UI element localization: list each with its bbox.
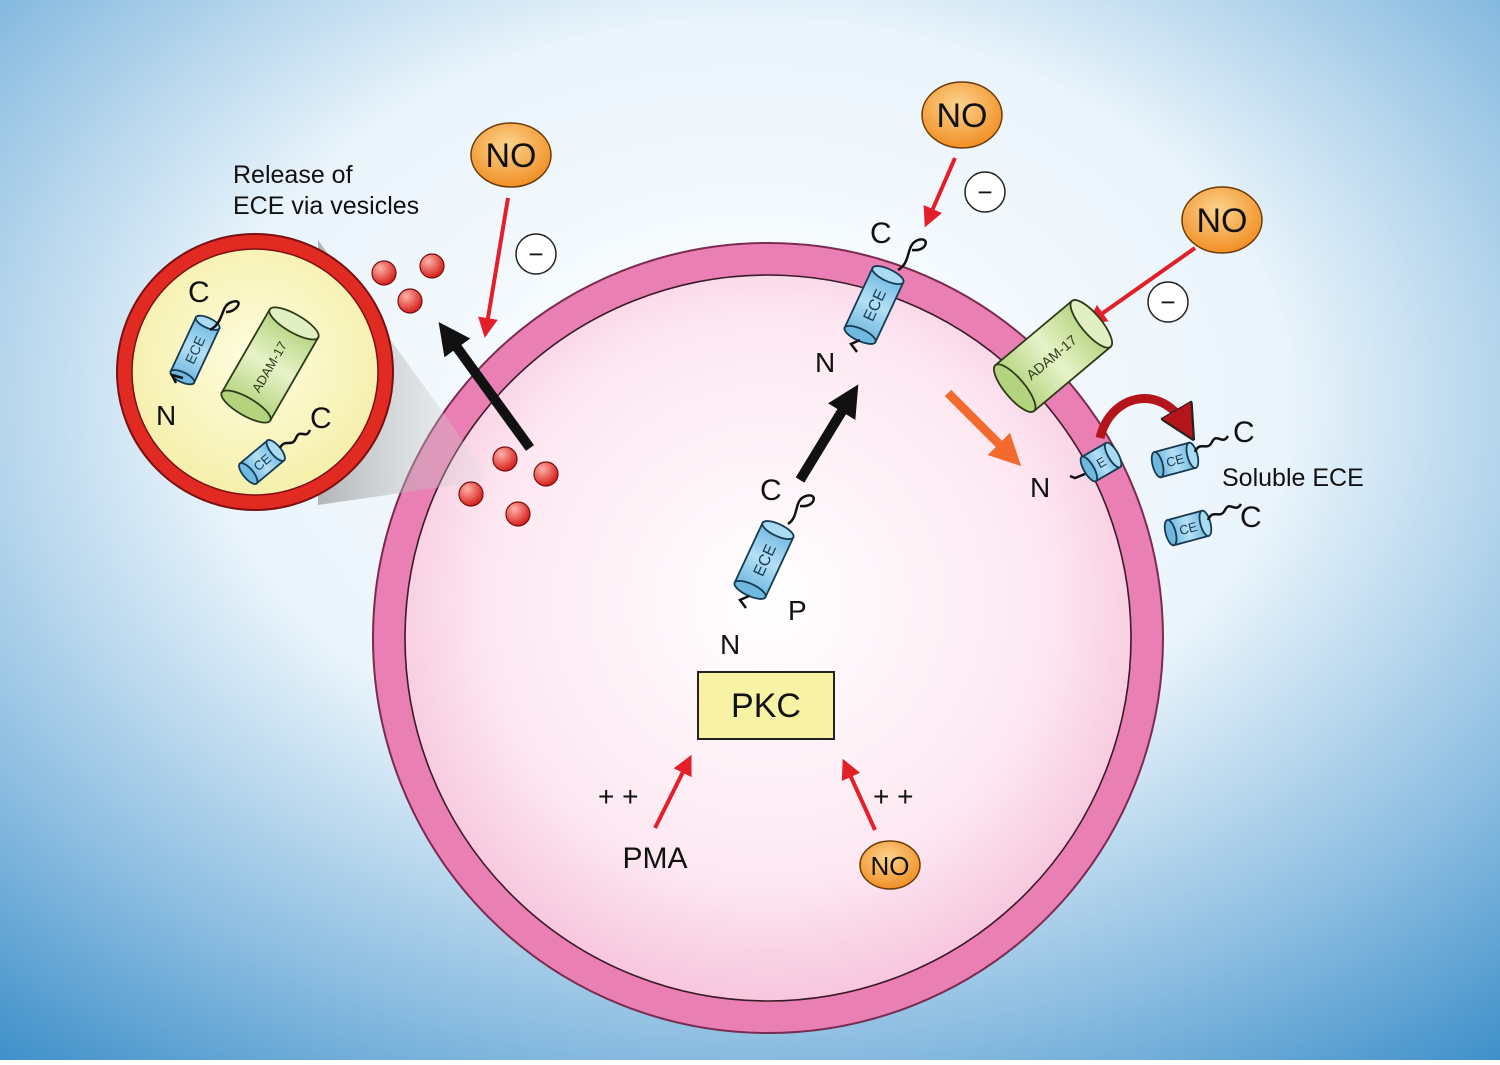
no-ece-inhibitor: NO	[921, 81, 1003, 149]
inset-soluble-tail	[278, 429, 312, 449]
no-inhibit-arrow	[478, 197, 510, 338]
no-label: NO	[871, 851, 910, 881]
soluble-ece-2-c-label: C	[1240, 501, 1262, 534]
vesicle	[505, 501, 531, 527]
membrane-adam17-cylinder: ADAM-17	[993, 299, 1113, 413]
phospho-ece-c-tail	[787, 494, 815, 526]
membrane-ece-c-label: C	[870, 217, 892, 250]
cell-interior	[404, 274, 1132, 1002]
release-curve-arrow	[1095, 394, 1185, 438]
soluble-ece-label: Soluble ECE	[1222, 464, 1364, 492]
plusplus-no: + +	[873, 781, 913, 812]
no-inhibit-arrow	[1086, 246, 1197, 325]
ece-trafficking-arrow	[795, 384, 859, 483]
inset-n-label: N	[156, 400, 176, 431]
released-vesicles	[371, 253, 445, 314]
vesicle-release-arrow	[438, 322, 535, 451]
no-label: NO	[937, 97, 988, 135]
no-adam17-inhibitor: NO	[1181, 186, 1263, 254]
phospho-ece-n-tail	[738, 594, 750, 609]
stub-n-label: N	[1030, 472, 1050, 503]
minus-sign-adam17: −	[1147, 281, 1189, 323]
inset-vesicle-detail: ECE C N ADAM-17 CE C	[116, 233, 394, 511]
membrane-ece-stub: E	[1079, 441, 1123, 483]
stub-n-tail	[1069, 472, 1086, 480]
minus-sign-vesicle: −	[515, 233, 557, 275]
no-vesicle-inhibitor: NO	[470, 122, 552, 188]
inset-soluble-ece: CE	[238, 439, 286, 485]
pma-activate-arrow	[653, 754, 692, 829]
membrane-ece-n-label: N	[815, 347, 835, 378]
vesicle	[533, 461, 559, 487]
vesicle	[397, 288, 423, 314]
vesicle-release-label-line1: Release of	[233, 161, 353, 189]
minus-sign-ece: −	[964, 171, 1006, 213]
plusplus-pma: + +	[598, 781, 638, 812]
phosphate-label: P	[788, 595, 807, 626]
soluble-ece-2-tail	[1206, 503, 1243, 521]
pkc-label: PKC	[731, 687, 801, 725]
membrane-ece-n-tail	[849, 338, 861, 353]
phospho-ece-cylinder: ECE	[733, 520, 795, 600]
cellular-vesicles	[458, 446, 559, 527]
no-activate-arrow	[841, 758, 877, 831]
svg-text:−: −	[977, 177, 992, 207]
soluble-ece-2: CE	[1163, 509, 1213, 547]
phospho-ece-c-label: C	[760, 474, 782, 507]
pma-label: PMA	[622, 842, 687, 875]
soluble-ece-1-tail	[1193, 435, 1230, 453]
svg-text:CE: CE	[1164, 451, 1186, 470]
inset-adam17-cylinder: ADAM-17	[220, 306, 320, 424]
no-inhibit-arrow	[923, 157, 957, 228]
inset-n-tail	[169, 373, 184, 384]
cell	[372, 242, 1164, 1034]
svg-text:CE: CE	[1177, 519, 1199, 538]
no-pkc-activator: NO	[859, 840, 921, 890]
vesicle	[458, 481, 484, 507]
shedding-arrow	[944, 389, 1022, 467]
soluble-ece-1-c-label: C	[1233, 416, 1255, 449]
phospho-ece-n-label: N	[720, 629, 740, 660]
membrane-ece-c-tail	[897, 238, 927, 272]
vesicle	[492, 446, 518, 472]
vesicle	[419, 253, 445, 279]
svg-text:−: −	[528, 239, 543, 269]
inset-c-tail	[209, 300, 240, 332]
vesicle-release-label-line2: ECE via vesicles	[233, 192, 419, 220]
svg-text:−: −	[1160, 287, 1175, 317]
pkc-box: PKC	[697, 671, 835, 740]
no-label: NO	[486, 137, 537, 175]
no-label: NO	[1197, 202, 1248, 240]
vesicle	[371, 260, 397, 286]
inset-c-label: C	[188, 276, 210, 309]
inset-soluble-c-label: C	[310, 402, 332, 435]
